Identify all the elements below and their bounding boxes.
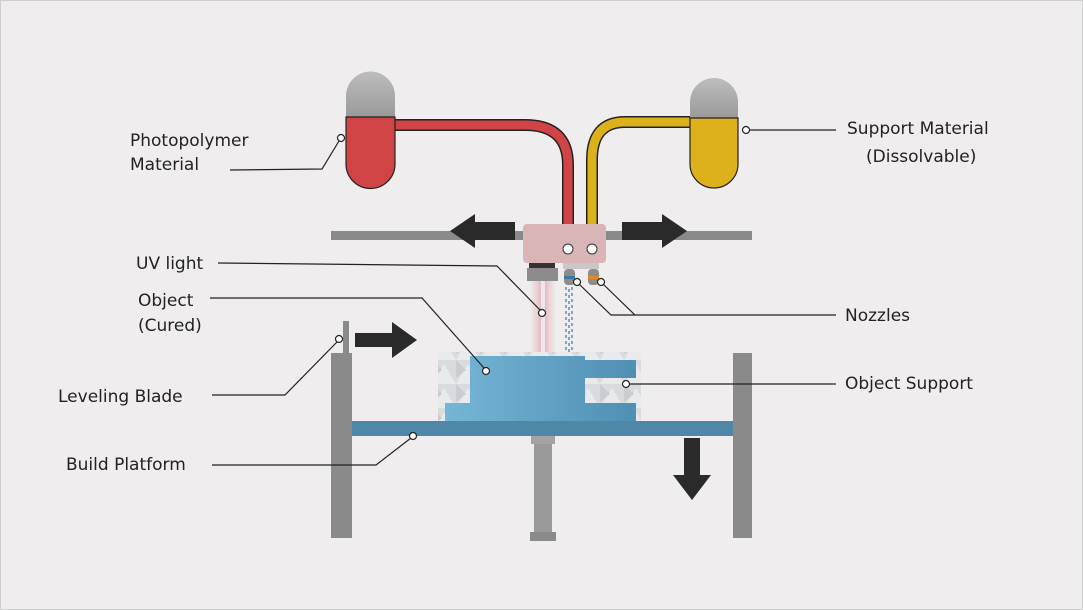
dot — [336, 133, 346, 143]
label-object-support: Object Support — [845, 374, 973, 394]
leader-object — [210, 297, 485, 369]
red-inlet — [562, 243, 574, 255]
label-object: Object — [138, 291, 194, 311]
cured-object — [445, 356, 636, 421]
dot — [572, 277, 582, 287]
label-build-platform: Build Platform — [66, 455, 186, 475]
dot — [621, 379, 631, 389]
label-leveling-blade: Leveling Blade — [58, 387, 183, 407]
right-pillar — [733, 353, 752, 538]
photopolymer-tank — [345, 71, 396, 190]
piston-cap — [531, 436, 555, 444]
label-support: Support Material — [847, 119, 989, 139]
leader-blade — [212, 341, 338, 396]
dot — [334, 334, 344, 344]
leader-nozzles — [578, 283, 836, 316]
label-photopolymer-2: Material — [130, 155, 199, 175]
nozzle-band — [564, 276, 575, 279]
nozzle-band — [588, 276, 599, 279]
arrow-down-icon — [673, 438, 711, 500]
dot — [408, 431, 418, 441]
piston — [534, 444, 552, 534]
arrow-right-icon — [622, 214, 687, 248]
uv-beam — [541, 281, 545, 353]
label-nozzles: Nozzles — [845, 306, 910, 326]
label-support-2: (Dissolvable) — [866, 147, 976, 167]
arrow-left-icon — [450, 214, 515, 248]
dot — [537, 308, 547, 318]
piston-base — [530, 532, 556, 541]
droplet-spray — [565, 287, 573, 352]
arrow-right-icon — [355, 322, 417, 358]
build-platform — [352, 421, 733, 436]
dot — [741, 125, 751, 135]
leader-uv — [217, 262, 541, 311]
print-head — [523, 224, 606, 263]
dot — [596, 277, 606, 287]
uv-lamp-top — [529, 263, 555, 268]
dot — [481, 366, 491, 376]
leader-platform — [212, 437, 412, 466]
leveling-blade — [343, 321, 349, 354]
nozzle-mount — [563, 263, 599, 269]
photopolymer-tube — [392, 120, 573, 245]
support-tube — [587, 117, 692, 245]
label-uv-light: UV light — [136, 254, 203, 274]
label-object-2: (Cured) — [138, 316, 202, 336]
yellow-inlet — [586, 243, 598, 255]
leader-photopolymer — [229, 140, 340, 171]
support-tank — [689, 78, 739, 189]
left-pillar — [331, 353, 352, 538]
uv-lamp — [527, 268, 558, 281]
label-photopolymer: Photopolymer — [130, 131, 248, 151]
